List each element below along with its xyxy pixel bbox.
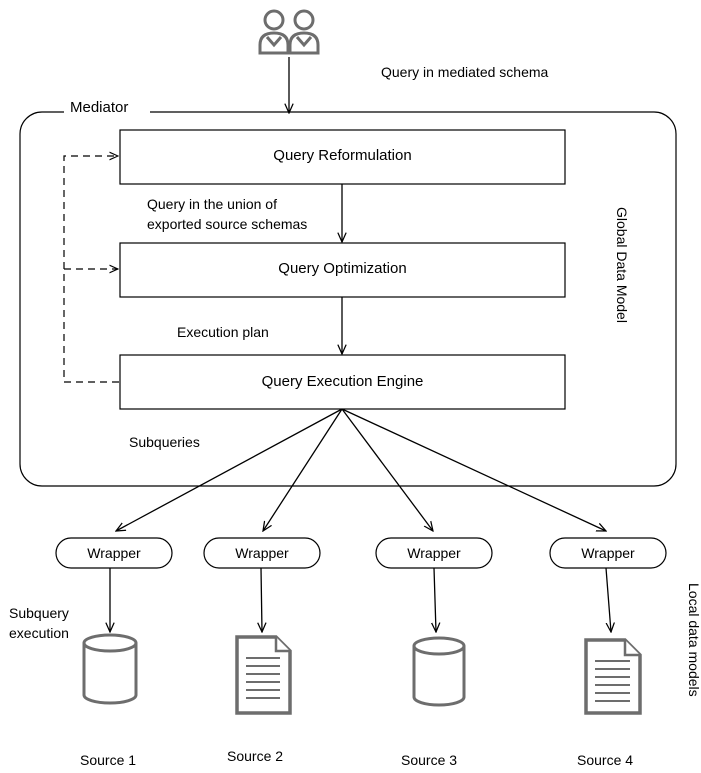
wrapper-source-arrows (110, 567, 611, 632)
union-label-line1: Query in the union of (147, 196, 277, 212)
feedback-dashed-loop (63, 156, 119, 383)
mediator-container (19, 111, 677, 487)
execution-engine-label: Query Execution Engine (261, 373, 424, 390)
subquery-execution-line1: Subquery (9, 605, 69, 621)
mediator-label-gap (64, 104, 150, 120)
subquery-arrows (116, 408, 606, 531)
subqueries-label: Subqueries (129, 434, 200, 450)
union-label-line2: exported source schemas (147, 216, 308, 232)
reformulation-box (119, 129, 566, 185)
wrapper-2 (203, 537, 321, 569)
database-icon (412, 636, 466, 707)
mediator-label: Mediator (70, 99, 129, 116)
document-icon (584, 638, 642, 715)
source-1-label: Source 1 (80, 752, 137, 768)
execution-plan-label: Execution plan (177, 324, 269, 340)
wrapper-4-label: Wrapper (581, 545, 635, 561)
wrapper-3-label: Wrapper (407, 545, 461, 561)
database-icon (82, 633, 138, 705)
execution-engine-box (119, 354, 566, 410)
wrapper-4 (549, 537, 667, 569)
source-3-label: Source 3 (401, 752, 458, 768)
reformulation-label: Query Reformulation (273, 147, 412, 164)
subquery-execution-line2: execution (9, 625, 69, 641)
optimization-label: Query Optimization (278, 260, 407, 277)
local-data-models-label: Local data models (686, 583, 701, 697)
users-icon (258, 9, 320, 55)
wrapper-1 (55, 537, 173, 569)
source-2-label: Source 2 (227, 748, 284, 764)
document-icon (235, 635, 292, 715)
query-mediated-label: Query in mediated schema (381, 64, 549, 80)
global-data-model-label: Global Data Model (614, 207, 630, 323)
wrapper-2-label: Wrapper (235, 545, 289, 561)
optimization-box (119, 242, 566, 298)
wrapper-1-label: Wrapper (87, 545, 141, 561)
source-4-label: Source 4 (577, 752, 634, 768)
